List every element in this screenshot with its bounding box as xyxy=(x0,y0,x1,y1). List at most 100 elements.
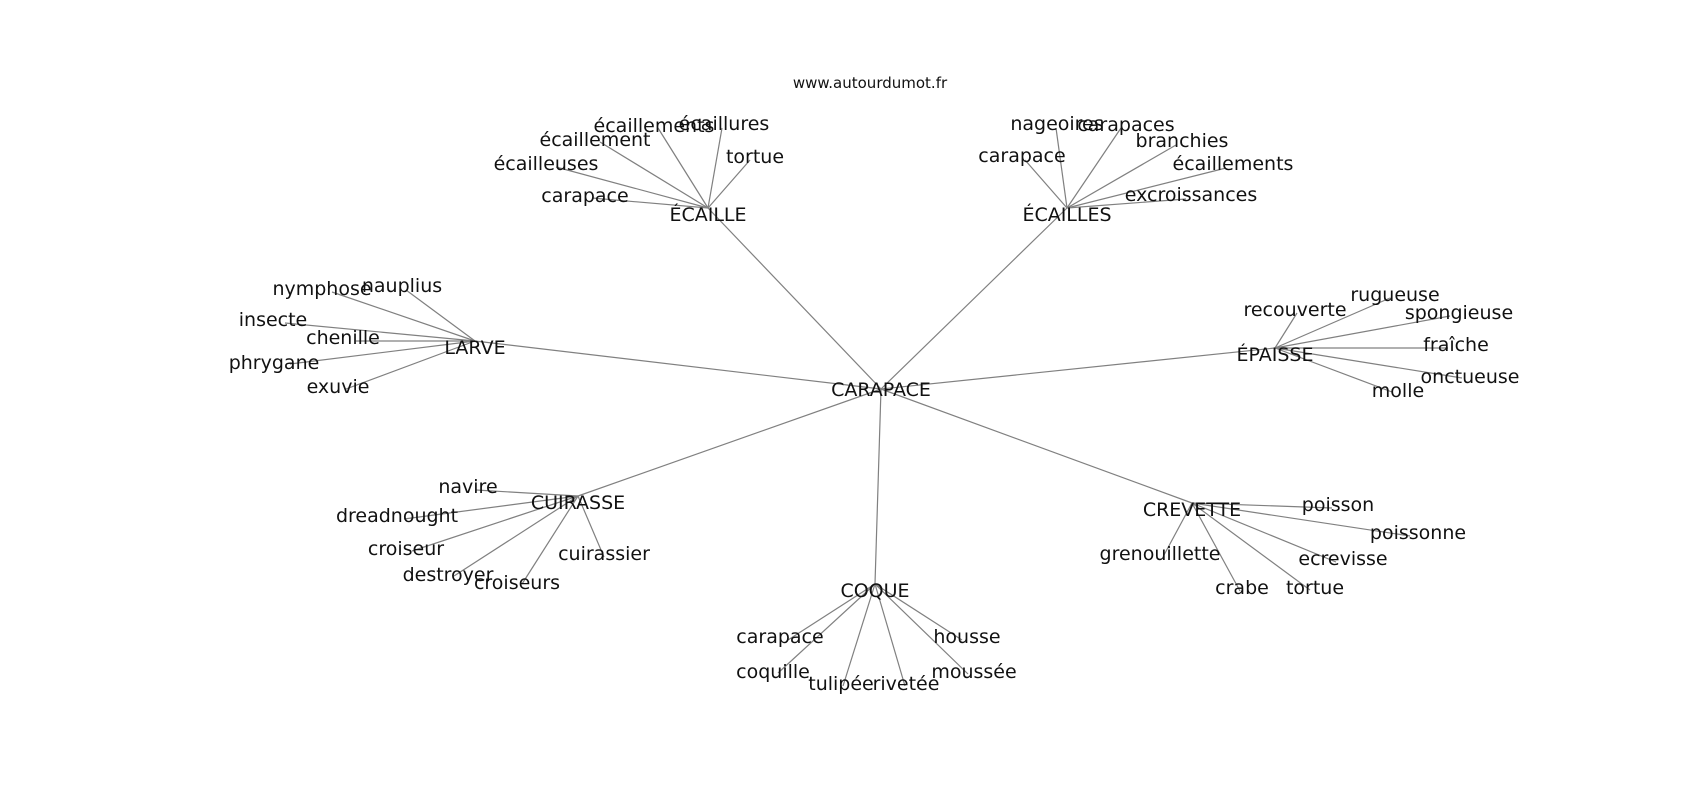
edge-epaisse-epaisse_l3 xyxy=(1274,315,1451,349)
edge-ecaille-ecaille_l5 xyxy=(555,166,709,209)
site-url: www.autourdumot.fr xyxy=(793,74,948,92)
edge-epaisse-epaisse_l2 xyxy=(1274,312,1298,349)
graph-edges xyxy=(284,127,1463,687)
edge-epaisse-epaisse_l1 xyxy=(1274,297,1391,349)
leaf-node-cuirasse_l6: croiseurs xyxy=(474,572,560,594)
hub-node-ecailles: ÉCAILLES xyxy=(1022,203,1111,226)
edge-coque-coque_l2 xyxy=(874,583,963,641)
leaf-node-coque_l2: housse xyxy=(933,626,1000,648)
leaf-node-ecaille_l4: tortue xyxy=(726,146,784,168)
leaf-node-cuirasse_l4: cuirassier xyxy=(558,543,650,565)
edge-center-ecailles xyxy=(880,207,1068,390)
hub-node-larve: LARVE xyxy=(444,337,505,359)
edge-ecaille-ecaille_l1 xyxy=(657,127,709,209)
edge-crevette-crevette_l5 xyxy=(1191,502,1241,592)
hub-node-cuirasse: CUIRASSE xyxy=(531,492,625,514)
edge-coque-coque_l5 xyxy=(842,583,876,687)
leaf-node-epaisse_l1: rugueuse xyxy=(1350,284,1439,306)
leaf-node-crevette_l6: tortue xyxy=(1286,577,1344,599)
leaf-node-ecaille_l2: écaillures xyxy=(679,113,770,135)
edge-larve-larve_l1 xyxy=(331,291,476,342)
edge-crevette-crevette_l1 xyxy=(1191,502,1333,509)
leaf-node-coque_l5: tulipée xyxy=(808,673,874,695)
leaf-node-epaisse_l5: onctueuse xyxy=(1421,366,1520,388)
leaf-node-crevette_l2: poissonne xyxy=(1370,522,1466,544)
edge-ecaille-ecaille_l3 xyxy=(599,141,709,209)
leaf-node-larve_l4: chenille xyxy=(306,327,380,349)
leaf-node-larve_l5: phrygane xyxy=(229,352,320,374)
edge-crevette-crevette_l3 xyxy=(1163,502,1193,556)
leaf-node-cuirasse_l1: navire xyxy=(438,476,497,498)
edge-crevette-crevette_l2 xyxy=(1191,502,1411,537)
edge-center-cuirasse xyxy=(577,388,882,497)
edge-larve-larve_l2 xyxy=(405,289,476,342)
leaf-node-coque_l3: coquille xyxy=(736,661,810,683)
leaf-node-coque_l1: carapace xyxy=(736,626,823,648)
edge-ecaille-ecaille_l2 xyxy=(707,127,723,209)
edge-coque-coque_l1 xyxy=(787,583,876,641)
leaf-node-ecailles_l1: nageoires xyxy=(1010,113,1103,135)
leaf-node-ecailles_l3: branchies xyxy=(1136,130,1229,152)
edge-cuirasse-cuirasse_l3 xyxy=(411,495,579,552)
leaf-node-larve_l6: exuvie xyxy=(307,376,370,398)
hub-node-ecaille: ÉCAILLE xyxy=(669,203,746,226)
leaf-node-coque_l6: rivetée xyxy=(873,673,940,695)
edge-cuirasse-cuirasse_l1 xyxy=(475,489,579,497)
leaf-node-ecaille_l5: écailleuses xyxy=(494,153,599,175)
edge-larve-larve_l5 xyxy=(289,340,476,365)
leaf-node-crevette_l3: grenouillette xyxy=(1100,543,1221,565)
leaf-node-ecailles_l6: excroissances xyxy=(1125,184,1258,206)
edge-larve-larve_l3 xyxy=(284,322,476,342)
leaf-node-crevette_l5: crabe xyxy=(1215,577,1269,599)
edge-center-coque xyxy=(874,388,882,585)
edge-center-ecaille xyxy=(707,207,882,390)
leaf-node-epaisse_l6: molle xyxy=(1372,380,1424,402)
leaf-node-epaisse_l2: recouverte xyxy=(1243,299,1346,321)
leaf-node-crevette_l1: poisson xyxy=(1302,494,1374,516)
edge-ecailles-ecailles_l4 xyxy=(1024,159,1068,209)
edge-center-larve xyxy=(474,340,882,390)
leaf-node-ecaille_l1: écaillements xyxy=(594,115,715,137)
edge-crevette-crevette_l4 xyxy=(1191,502,1337,563)
edge-epaisse-epaisse_l5 xyxy=(1274,347,1463,379)
edge-ecailles-ecailles_l3 xyxy=(1066,144,1177,209)
edge-ecaille-ecaille_l6 xyxy=(591,197,709,209)
hub-node-coque: COQUE xyxy=(840,580,909,602)
edge-ecaille-ecaille_l4 xyxy=(707,159,751,209)
edge-ecailles-ecailles_l1 xyxy=(1055,127,1068,209)
edge-ecailles-ecailles_l5 xyxy=(1066,167,1227,209)
leaf-node-larve_l3: insecte xyxy=(239,309,308,331)
leaf-node-larve_l2: nauplius xyxy=(362,275,442,297)
leaf-node-ecaille_l3: écaillement xyxy=(540,129,651,151)
leaf-node-epaisse_l4: fraîche xyxy=(1423,334,1489,356)
edge-coque-coque_l3 xyxy=(777,583,876,674)
edge-center-epaisse xyxy=(880,347,1276,390)
edge-epaisse-epaisse_l6 xyxy=(1274,347,1393,393)
leaf-node-ecailles_l4: carapace xyxy=(978,145,1065,167)
edge-coque-coque_l4 xyxy=(874,583,969,675)
leaf-node-cuirasse_l3: croiseur xyxy=(368,538,444,560)
leaf-node-ecaille_l6: carapace xyxy=(541,185,628,207)
edge-cuirasse-cuirasse_l5 xyxy=(453,495,579,577)
hub-node-crevette: CREVETTE xyxy=(1143,499,1241,521)
hub-node-epaisse: ÉPAISSE xyxy=(1237,343,1314,366)
leaf-node-epaisse_l3: spongieuse xyxy=(1405,302,1513,324)
edge-coque-coque_l6 xyxy=(874,583,906,687)
edge-crevette-crevette_l6 xyxy=(1191,502,1311,591)
center-node-label: CARAPACE xyxy=(831,379,931,401)
edge-cuirasse-cuirasse_l4 xyxy=(577,495,605,558)
leaf-node-ecailles_l2: carapaces xyxy=(1077,114,1174,136)
leaf-node-crevette_l4: ecrevisse xyxy=(1298,548,1387,570)
edge-larve-larve_l6 xyxy=(345,340,476,390)
leaf-node-cuirasse_l5: destroyer xyxy=(403,564,494,586)
edge-cuirasse-cuirasse_l6 xyxy=(521,495,579,585)
leaf-node-cuirasse_l2: dreadnought xyxy=(336,505,458,527)
leaf-node-ecailles_l5: écaillements xyxy=(1173,153,1294,175)
edge-center-crevette xyxy=(880,388,1193,504)
edge-cuirasse-cuirasse_l2 xyxy=(403,495,579,520)
edge-ecailles-ecailles_l2 xyxy=(1066,127,1122,209)
leaf-node-larve_l1: nymphose xyxy=(272,278,371,300)
edge-ecailles-ecailles_l6 xyxy=(1066,198,1187,209)
graph-labels: CARAPACEÉCAILLEécaillementsécaillureséca… xyxy=(229,113,1520,695)
